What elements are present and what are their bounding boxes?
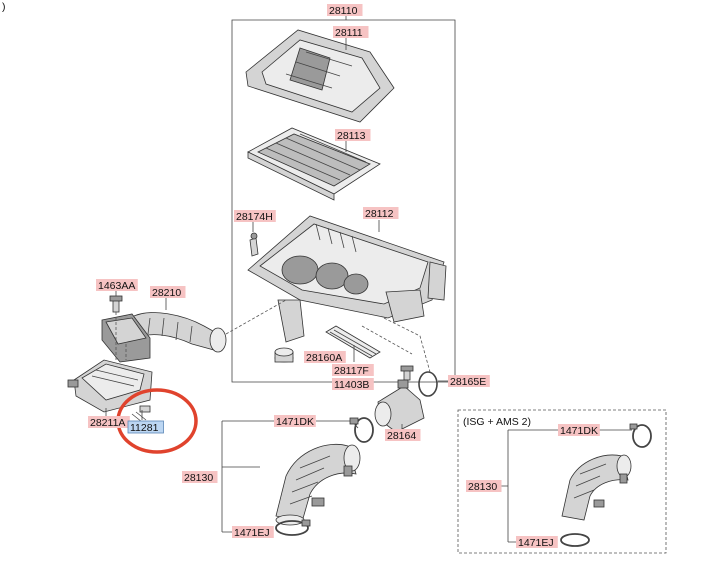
label-28174H-bg <box>234 210 276 222</box>
label-28211A: 28211A <box>88 416 130 429</box>
label-28117F: 28117F <box>332 364 374 377</box>
label-28164-bg <box>385 429 421 441</box>
bracket-28130 <box>221 420 274 533</box>
label-28174H-text: 28174H <box>236 211 273 223</box>
resonator-28210 <box>101 312 227 363</box>
screw-11281 <box>131 405 151 423</box>
label-28111: 28111 <box>333 26 369 39</box>
label-28117F-text: 28117F <box>334 365 369 377</box>
label-28113-text: 28113 <box>337 130 366 142</box>
grommet-28160A <box>274 347 294 363</box>
variant-clamp-lower <box>560 533 590 547</box>
label-28113-bg <box>335 129 371 141</box>
label-28160A-text: 28160A <box>306 352 342 364</box>
label-28210-bg <box>150 286 186 298</box>
alignment-lines-left <box>115 312 127 360</box>
label-1471EJ: 1471EJ <box>232 526 274 539</box>
label-1471DK-text: 1471DK <box>276 416 314 428</box>
variant-intake-hose <box>561 454 632 521</box>
label-28130: 28130 <box>182 471 218 484</box>
label-28165E-bg <box>448 375 490 387</box>
label-28111-text: 28111 <box>335 27 363 39</box>
label-28165E: 28165E <box>448 375 490 388</box>
variant-label-1471DK-text: 1471DK <box>560 425 598 437</box>
label-28130-text: 28130 <box>184 472 213 484</box>
airflow-sensor-28164 <box>374 379 425 433</box>
label-11403B: 11403B <box>332 378 374 391</box>
duct-28211A <box>67 359 153 413</box>
variant-box <box>457 409 667 554</box>
label-11281-bg <box>127 420 164 434</box>
variant-label-1471DK: 1471DK <box>558 424 600 437</box>
gasket-28117F <box>325 325 381 359</box>
label-28164: 28164 <box>385 429 421 442</box>
intake-hose-28130 <box>275 443 361 526</box>
label-1463AA-bg <box>96 279 138 291</box>
label-11281: 11281 <box>127 420 164 434</box>
seal-ring-28165E <box>418 371 438 397</box>
label-28160A-bg <box>304 351 346 363</box>
variant-label-1471EJ: 1471EJ <box>516 536 558 549</box>
label-1463AA: 1463AA <box>96 279 138 292</box>
label-28112-text: 28112 <box>365 208 394 220</box>
label-28110-text: 28110 <box>329 5 358 17</box>
label-28130-bg <box>182 471 218 483</box>
label-28211A-bg <box>88 416 130 428</box>
fastener-1463AA <box>109 295 123 313</box>
label-1463AA-text: 1463AA <box>98 280 135 292</box>
label-28112: 28112 <box>363 207 399 220</box>
label-1471DK-bg <box>274 415 316 427</box>
label-28160A: 28160A <box>304 351 346 364</box>
variant-label-28130: 28130 <box>466 480 502 493</box>
variant-clamp-upper <box>629 423 652 448</box>
label-28112-bg <box>363 207 399 219</box>
label-11403B-bg <box>332 378 374 390</box>
label-11403B-text: 11403B <box>334 379 369 391</box>
hose-clamp-upper <box>349 417 374 443</box>
variant-label-28130-text: 28130 <box>468 481 497 493</box>
label-1471EJ-text: 1471EJ <box>234 527 270 539</box>
variant-label-1471EJ-text: 1471EJ <box>518 537 554 549</box>
alignment-lines <box>225 299 431 373</box>
variant-label-28130-bg <box>466 480 502 492</box>
variant-label-1471EJ-bg <box>516 536 558 548</box>
label-28211A-text: 28211A <box>90 417 125 429</box>
label-28164-text: 28164 <box>387 430 416 442</box>
label-28165E-text: 28165E <box>450 376 486 388</box>
corner-note: ) <box>2 1 6 13</box>
part-labels: 28110 28111 28113 28174H 28112 1463AA 28210 281… <box>88 4 600 549</box>
label-28113: 28113 <box>335 129 371 142</box>
label-28174H: 28174H <box>234 210 276 223</box>
air-cleaner-body <box>247 215 447 343</box>
label-28111-bg <box>333 26 369 38</box>
hose-clamp-lower <box>275 519 311 536</box>
label-1471DK: 1471DK <box>274 415 316 428</box>
air-cleaner-cover <box>245 29 395 123</box>
label-28210: 28210 <box>150 286 186 299</box>
variant-label-1471DK-bg <box>558 424 600 436</box>
label-11281-text: 11281 <box>130 422 159 434</box>
variant-box-title: (ISG + AMS 2) <box>463 416 531 428</box>
variant-bracket <box>500 429 560 543</box>
label-28117F-bg <box>332 364 374 376</box>
air-filter-element <box>247 127 381 201</box>
bolt-11403B <box>400 365 414 381</box>
label-28110: 28110 <box>327 4 363 17</box>
clip-28174H <box>249 232 259 257</box>
label-1471EJ-bg <box>232 526 274 538</box>
label-28110-bg <box>327 4 363 16</box>
label-28210-text: 28210 <box>152 287 181 299</box>
